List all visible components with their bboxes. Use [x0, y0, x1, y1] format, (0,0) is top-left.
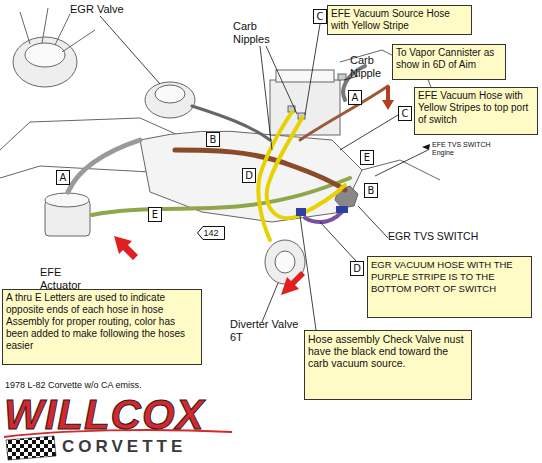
- leader-line: [100, 16, 160, 84]
- hose-end-letter: B: [364, 183, 378, 198]
- carburetor-top: [276, 70, 334, 82]
- egr-valve: [145, 82, 195, 118]
- canister-hose: [300, 86, 388, 140]
- engine-outline: [0, 8, 440, 284]
- callout-note: EFE Vacuum Source Hose with Yellow Strip…: [327, 5, 472, 35]
- box-text: To Vapor Cannister as show in 6D of Aim: [396, 47, 502, 71]
- box-text: EFE Vacuum Hose with Yellow Stripes to t…: [418, 90, 534, 126]
- box-text: EGR VACUUM HOSE WITH THE PURPLE STRIPE I…: [371, 259, 528, 295]
- leader-line: [340, 115, 398, 150]
- pointer-arrows: [114, 86, 394, 295]
- leader-line: [266, 46, 297, 114]
- leader-line: [375, 150, 428, 176]
- part-name: Diverter Valve 6T: [230, 318, 310, 343]
- leader-line: [320, 222, 356, 261]
- efe-actuator-top: [45, 193, 89, 207]
- callout-note: EGR VACUUM HOSE WITH THE PURPLE STRIPE I…: [367, 256, 532, 318]
- egr-valve-top: [155, 85, 185, 103]
- caption-note: 1978 L-82 Corvette w/o CA emiss.: [5, 380, 142, 390]
- part-name: EGR TVS SWITCH: [388, 230, 478, 242]
- carb-nipple: [338, 74, 346, 80]
- box-text: E: [361, 151, 373, 164]
- hose-end-letter: A: [56, 170, 70, 185]
- part-name: EFE Actuator: [40, 266, 100, 291]
- tag-outline-path: [198, 227, 225, 240]
- box-text: EFE Vacuum Source Hose with Yellow Strip…: [331, 8, 468, 32]
- red-arrow: [114, 236, 138, 260]
- hose-end-letter: C: [398, 106, 412, 121]
- distributor-cap: [25, 43, 65, 67]
- callout-note: Hose assembly Check Valve nust have the …: [304, 330, 472, 400]
- part-name: Carb Nipple: [350, 54, 395, 79]
- part-name: EGR Valve: [70, 3, 124, 16]
- hose-end-letter: A: [348, 90, 362, 105]
- checkered-flag: [6, 436, 56, 460]
- box-text: B: [207, 133, 219, 146]
- part-name: EFE TVS SWITCH: [432, 141, 491, 149]
- leader-line: [305, 24, 320, 115]
- egr-hose: [192, 106, 270, 140]
- box-text: C: [399, 107, 411, 120]
- distributor: [13, 37, 77, 87]
- box-text: E: [149, 208, 161, 221]
- box-text: C: [314, 10, 326, 23]
- box-text: A thru E Letters are used to indicate op…: [6, 292, 198, 352]
- callout-note: To Vapor Cannister as show in 6D of Aim: [392, 44, 506, 80]
- callout-note: A thru E Letters are used to indicate op…: [2, 289, 202, 365]
- hose-end-letter: E: [360, 150, 374, 165]
- diverter-valve-inner: [275, 251, 295, 273]
- small-arrowhead: [422, 144, 430, 150]
- hose-a: [68, 140, 140, 192]
- box-text: Hose assembly Check Valve nust have the …: [308, 333, 468, 369]
- hoses: [68, 66, 388, 240]
- hose-end-letter: E: [148, 207, 162, 222]
- part-name: Carb Nipples: [233, 20, 278, 45]
- box-text: D: [351, 262, 363, 275]
- callout-number: 142: [197, 226, 225, 240]
- hose-end-letter: D: [242, 168, 256, 183]
- leader-line: [300, 216, 316, 330]
- check-valve: [296, 208, 306, 216]
- logo-wordmark: CORVETTE: [62, 438, 186, 456]
- leader-line: [358, 206, 388, 238]
- hose-end-letter: B: [206, 132, 220, 147]
- box-text: A: [57, 171, 69, 184]
- box-text: B: [365, 184, 377, 197]
- leader-line: [260, 46, 272, 150]
- part-name: Engine: [432, 149, 454, 157]
- box-text: A: [349, 91, 361, 104]
- hose-end-letter: C: [313, 9, 327, 24]
- switch-port: [336, 206, 348, 213]
- logo-wordmark: WILLCOX: [4, 394, 205, 436]
- hose-end-letter: D: [350, 261, 364, 276]
- hose-d: [258, 112, 292, 240]
- red-arrow: [281, 271, 305, 295]
- callout-note: EFE Vacuum Hose with Yellow Stripes to t…: [414, 87, 538, 135]
- red-arrow: [382, 86, 394, 110]
- leader-line: [262, 283, 278, 322]
- box-text: D: [243, 169, 255, 182]
- box-text: 142: [197, 226, 225, 240]
